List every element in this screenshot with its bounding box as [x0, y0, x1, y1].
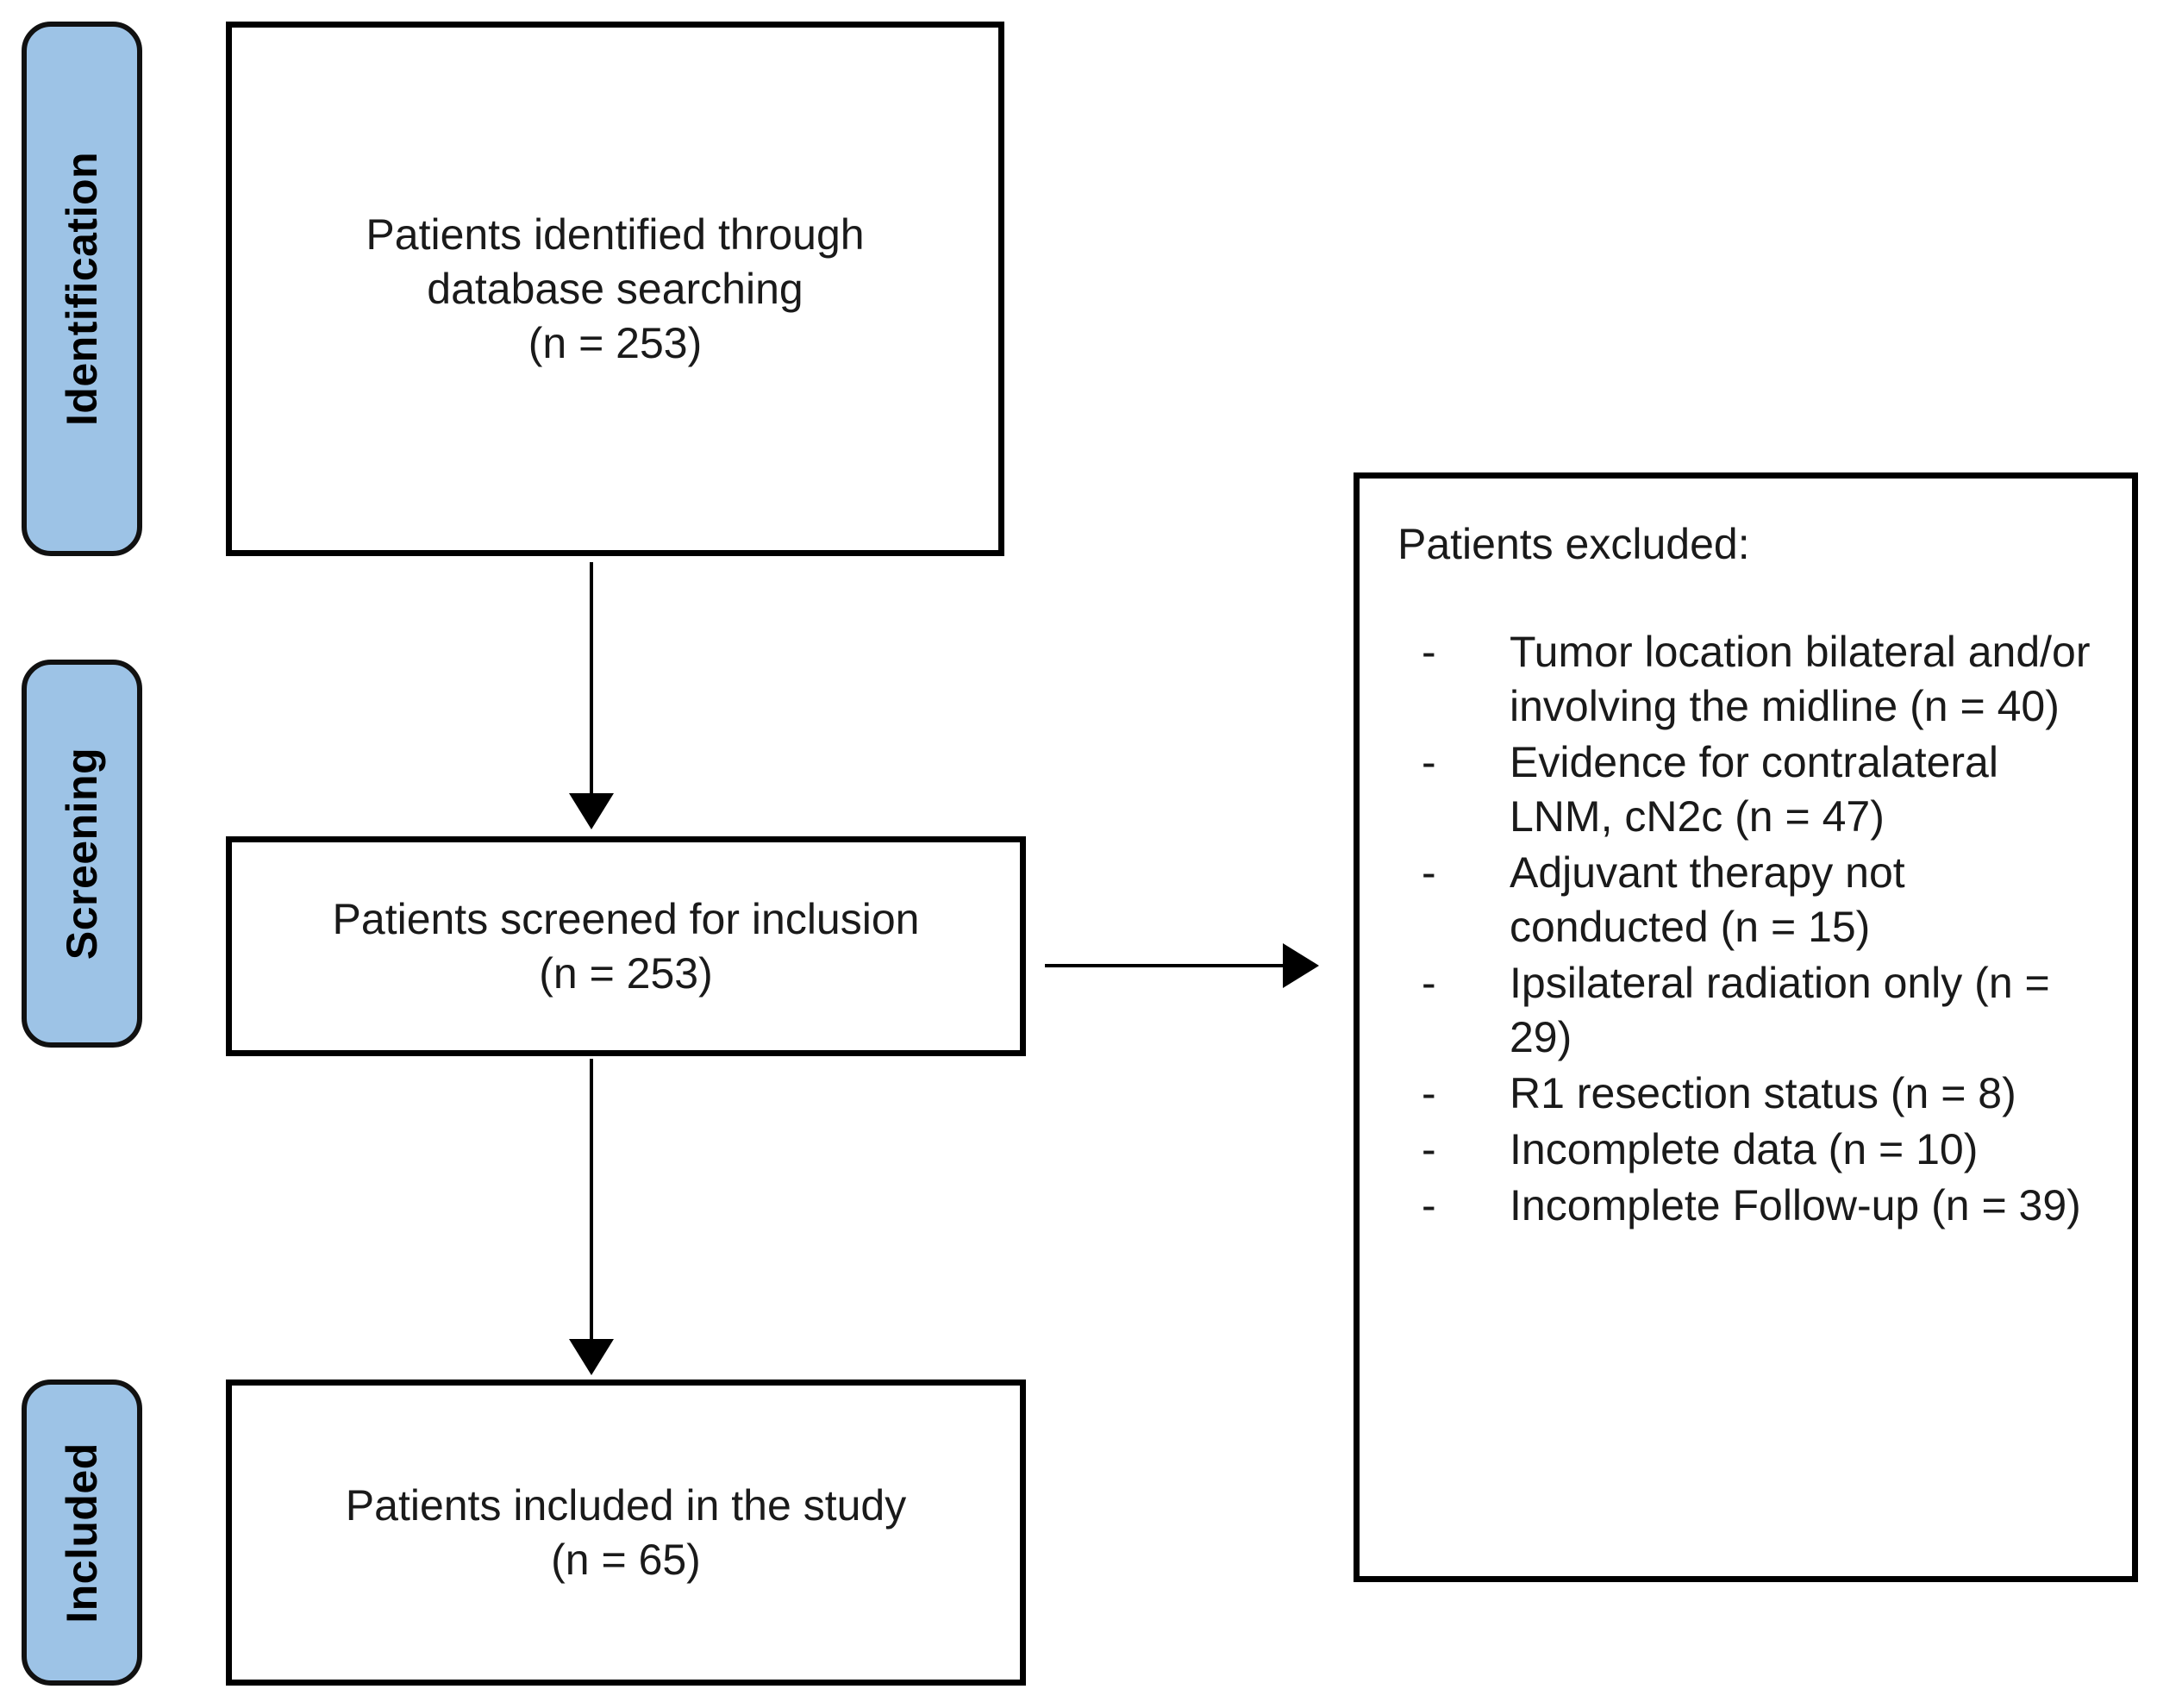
stage-label-screening: Screening	[58, 747, 106, 960]
exclusion-item-text: Tumor location bilateral and/or involvin…	[1510, 628, 2091, 730]
exclusion-list-item: - Ipsilateral radiation only (n = 29)	[1397, 956, 2108, 1065]
exclusion-item-text: Incomplete Follow-up (n = 39)	[1510, 1181, 2081, 1229]
stage-label-included: Included	[58, 1442, 107, 1624]
arrow-head-down-icon	[569, 1339, 614, 1375]
exclusion-list: - Tumor location bilateral and/or involv…	[1397, 625, 2108, 1233]
arrow-shaft	[1045, 964, 1286, 967]
bullet-dash-icon: -	[1422, 848, 1436, 897]
box-patients-screened-text: Patients screened for inclusion (n = 253…	[332, 894, 920, 998]
stage-label-identification: Identification	[58, 151, 107, 427]
box-patients-included: Patients included in the study (n = 65)	[226, 1380, 1026, 1686]
arrow-shaft	[590, 1059, 593, 1343]
bullet-dash-icon: -	[1422, 1125, 1436, 1173]
arrow-head-right-icon	[1283, 943, 1319, 988]
box-patients-screened: Patients screened for inclusion (n = 253…	[226, 836, 1026, 1056]
exclusion-heading: Patients excluded:	[1397, 520, 1750, 568]
bullet-dash-icon: -	[1422, 959, 1436, 1007]
exclusion-item-text: Evidence for contralateral LNM, cN2c (n …	[1510, 738, 1998, 841]
exclusion-list-item: - R1 resection status (n = 8)	[1397, 1067, 2108, 1121]
box-patients-identified: Patients identified through database sea…	[226, 22, 1004, 556]
box-patients-excluded: Patients excluded: - Tumor location bila…	[1354, 472, 2138, 1582]
stage-pill-screening: Screening	[22, 660, 142, 1048]
bullet-dash-icon: -	[1422, 628, 1436, 676]
exclusion-item-text: Adjuvant therapy not conducted (n = 15)	[1510, 848, 1905, 951]
stage-pill-identification: Identification	[22, 22, 142, 556]
stage-pill-included: Included	[22, 1380, 142, 1686]
exclusion-list-item: - Incomplete Follow-up (n = 39)	[1397, 1179, 2108, 1233]
bullet-dash-icon: -	[1422, 1181, 1436, 1229]
exclusion-list-item: - Tumor location bilateral and/or involv…	[1397, 625, 2108, 734]
box-patients-identified-text: Patients identified through database sea…	[366, 210, 865, 367]
arrow-head-down-icon	[569, 793, 614, 829]
exclusion-item-text: Ipsilateral radiation only (n = 29)	[1510, 959, 2050, 1061]
bullet-dash-icon: -	[1422, 1069, 1436, 1117]
bullet-dash-icon: -	[1422, 738, 1436, 786]
exclusion-item-text: R1 resection status (n = 8)	[1510, 1069, 2016, 1117]
exclusion-list-item: - Incomplete data (n = 10)	[1397, 1123, 2108, 1177]
exclusion-item-text: Incomplete data (n = 10)	[1510, 1125, 1979, 1173]
exclusion-list-item: - Evidence for contralateral LNM, cN2c (…	[1397, 735, 2108, 844]
exclusion-list-item: - Adjuvant therapy not conducted (n = 15…	[1397, 846, 2108, 954]
arrow-shaft	[590, 562, 593, 797]
box-patients-included-text: Patients included in the study (n = 65)	[345, 1480, 907, 1584]
